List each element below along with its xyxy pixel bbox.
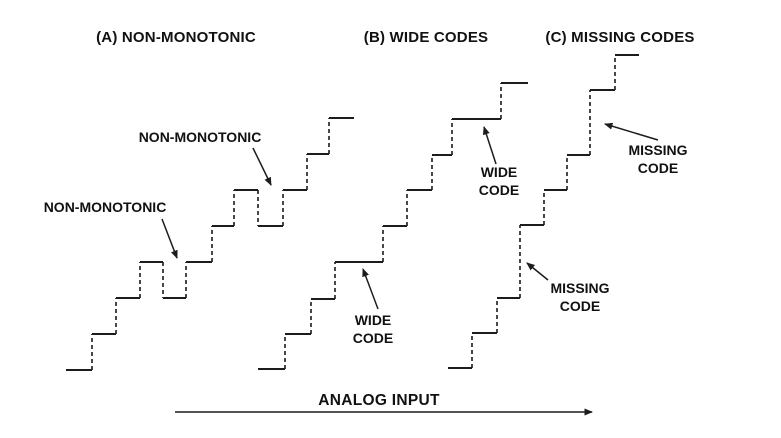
panel-b-title: (B) WIDE CODES xyxy=(363,29,489,46)
annotation-text: CODE xyxy=(637,160,679,176)
annotation-wide-code-lower: WIDE CODE xyxy=(353,311,393,347)
annotation-text: NON-MONOTONIC xyxy=(43,199,167,215)
annotation-text: WIDE xyxy=(354,312,392,328)
annotation-text: MISSING xyxy=(550,280,610,296)
staircase-a-steps xyxy=(66,117,354,371)
panel-a-title: (A) NON-MONOTONIC xyxy=(96,29,256,46)
missing-code-upper-arrow xyxy=(604,122,659,141)
annotation-text: NON-MONOTONIC xyxy=(138,129,262,145)
annotation-text: WIDE xyxy=(480,164,518,180)
annotation-non-monotonic-lower: NON-MONOTONIC xyxy=(44,198,167,216)
non-monotonic-lower-arrow xyxy=(161,218,178,259)
annotation-text: CODE xyxy=(352,330,394,346)
annotation-wide-code-upper: WIDE CODE xyxy=(479,163,519,199)
wide-code-upper-arrow xyxy=(482,126,497,165)
staircase-c-transitions xyxy=(471,55,616,368)
staircase-b-transitions xyxy=(284,83,502,369)
panel-c-title: (C) MISSING CODES xyxy=(545,29,695,46)
annotation-text: CODE xyxy=(559,298,601,314)
analog-input-axis-label: ANALOG INPUT xyxy=(318,392,440,409)
annotation-text: CODE xyxy=(478,182,520,198)
staircase-c-steps xyxy=(448,54,639,369)
staircase-b-steps xyxy=(258,82,528,370)
annotation-text: MISSING xyxy=(628,142,688,158)
wide-code-lower-arrow xyxy=(362,268,379,310)
annotation-missing-code-upper: MISSING CODE xyxy=(628,141,687,177)
staircase-a-transitions xyxy=(91,118,330,370)
missing-code-lower-arrow xyxy=(526,262,549,281)
annotation-non-monotonic-upper: NON-MONOTONIC xyxy=(139,128,262,146)
non-monotonic-upper-arrow xyxy=(252,147,272,186)
annotation-missing-code-lower: MISSING CODE xyxy=(550,279,609,315)
